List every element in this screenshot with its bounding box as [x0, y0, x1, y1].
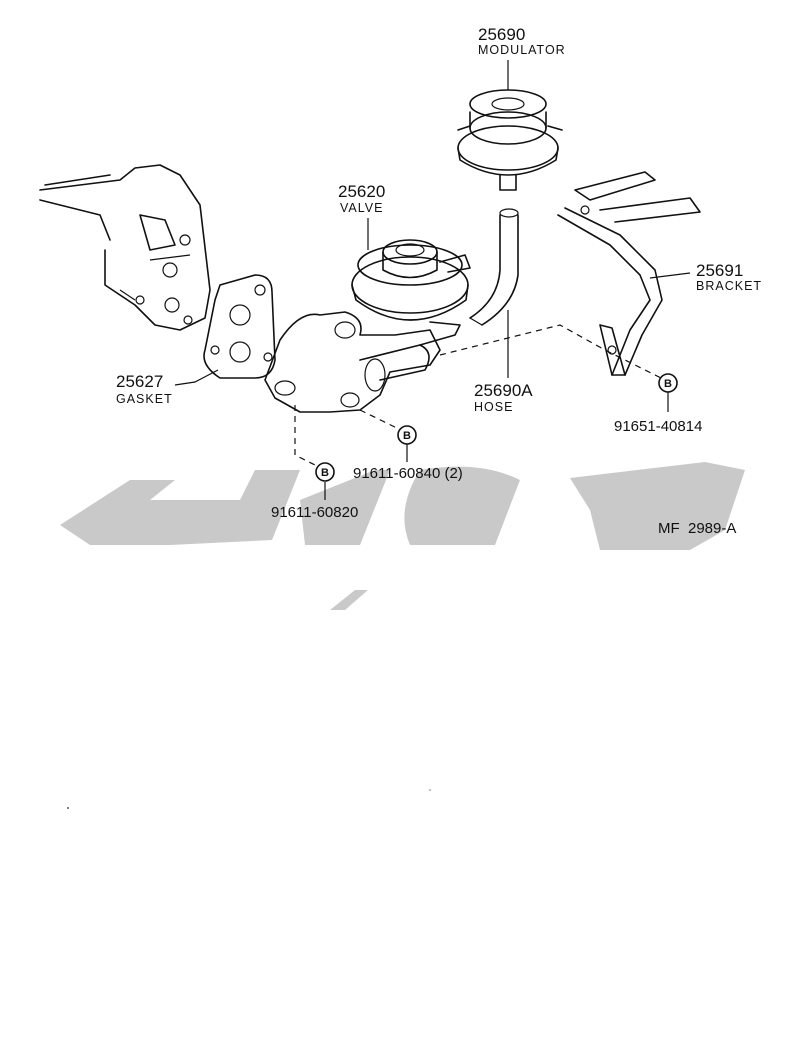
figure-reference: MF 2989-A — [658, 520, 736, 537]
hose-name: HOSE — [474, 400, 513, 414]
bolt-callout-middle: B 91611-60840 (2) — [353, 425, 463, 482]
bracket-number: 25691 — [696, 261, 743, 280]
label-valve: 25620 VALVE — [338, 182, 385, 215]
engine-block-drawing — [39, 164, 211, 331]
label-bracket: 25691 BRACKET — [696, 261, 762, 293]
bolt-marker-icon — [397, 425, 417, 445]
bolt-marker-icon — [658, 373, 678, 393]
gasket-number: 25627 — [116, 372, 163, 391]
bolt-marker-icon — [315, 462, 335, 482]
speck — [67, 807, 69, 809]
modulator-drawing — [457, 89, 563, 191]
bolt-part-number: 91611-60820 — [271, 504, 358, 521]
bolt-callout-right: B 91651-40814 — [614, 373, 702, 435]
label-modulator: 25690 MODULATOR — [478, 25, 566, 57]
bolt-letter: B — [321, 467, 329, 479]
bracket-name: BRACKET — [696, 279, 762, 293]
leader-lines — [294, 60, 691, 500]
valve-diaphragm-drawing — [351, 239, 471, 321]
valve-body-drawing — [264, 311, 461, 413]
valve-name: VALVE — [340, 201, 383, 215]
hose-number: 25690A — [474, 381, 533, 400]
modulator-number: 25690 — [478, 25, 525, 44]
bolt-callout-left: B 91611-60820 — [271, 462, 358, 521]
bolt-letter: B — [403, 430, 411, 442]
bracket-drawing — [557, 171, 701, 376]
modulator-name: MODULATOR — [478, 43, 566, 57]
bolt-part-number: 91651-40814 — [614, 418, 702, 435]
valve-number: 25620 — [338, 182, 385, 201]
bolt-letter: B — [664, 378, 672, 390]
label-hose: 25690A HOSE — [474, 381, 533, 414]
speck — [429, 789, 431, 791]
watermark-logo — [60, 462, 745, 610]
gasket-drawing — [174, 274, 276, 386]
bolt-part-number: 91611-60840 (2) — [353, 465, 463, 482]
hose-drawing — [469, 208, 519, 326]
label-gasket: 25627 GASKET — [116, 372, 173, 406]
gasket-name: GASKET — [116, 392, 173, 406]
